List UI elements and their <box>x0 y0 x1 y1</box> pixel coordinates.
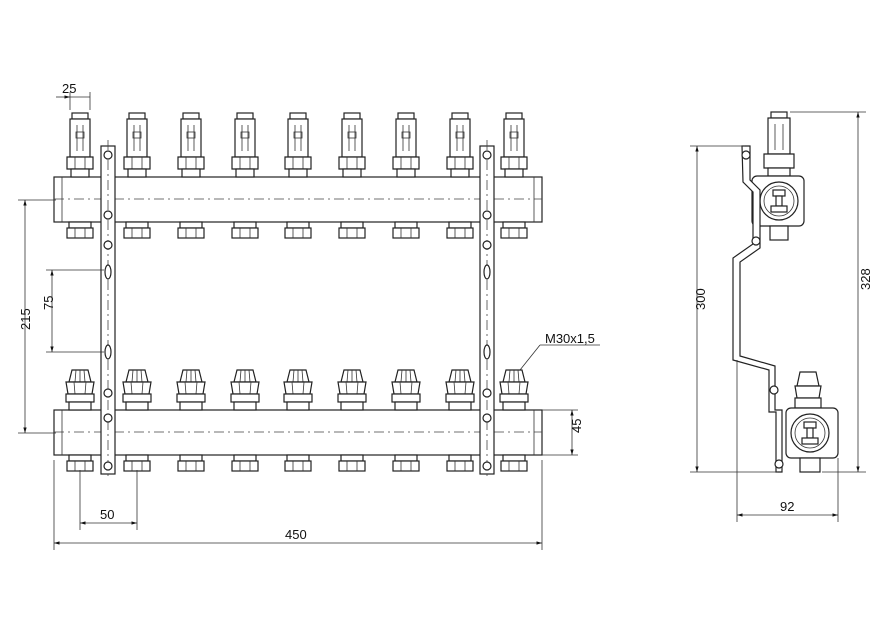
dim-label-outlet-pitch: 50 <box>100 507 114 522</box>
dim-label-bar-height: 45 <box>569 419 584 433</box>
side-lower-knob <box>794 371 822 409</box>
lower-outlet-nuts <box>66 454 528 472</box>
left-mounting-bracket <box>100 140 116 480</box>
dim-top-pitch: 25 <box>56 81 91 110</box>
dim-overall-width: 450 <box>53 460 543 550</box>
dim-label-overall-width: 450 <box>285 527 307 542</box>
upper-outlet-nuts <box>66 221 528 239</box>
upper-manifold-bar <box>53 176 543 223</box>
side-view: 300 328 92 <box>690 111 870 522</box>
dim-label-side-total-height: 328 <box>858 268 870 290</box>
side-lower-bar <box>785 407 839 473</box>
front-view: 25 215 75 M30x1,5 45 <box>18 81 600 550</box>
dim-label-top-pitch: 25 <box>62 81 76 96</box>
thread-callout: M30x1,5 <box>519 331 600 371</box>
dim-side-height: 300 <box>690 145 778 473</box>
side-upper-bar <box>751 175 805 241</box>
dim-label-side-height: 300 <box>693 288 708 310</box>
right-mounting-bracket <box>479 140 495 480</box>
dim-bar-height: 45 <box>542 409 584 456</box>
side-bracket <box>732 145 784 473</box>
valve-knobs <box>65 369 529 411</box>
flowmeters <box>66 112 528 178</box>
lower-manifold-bar <box>53 409 543 456</box>
dim-outlet-pitch: 50 <box>79 470 138 530</box>
dim-label-left-inner: 75 <box>41 296 56 310</box>
dim-left-total: 215 <box>18 199 56 434</box>
dim-label-left-total: 215 <box>18 308 33 330</box>
dim-label-thread: M30x1,5 <box>545 331 595 346</box>
dim-left-inner: 75 <box>41 269 104 353</box>
side-upper-flowmeter <box>763 111 795 177</box>
dim-label-side-depth: 92 <box>780 499 794 514</box>
dim-side-total-height: 328 <box>790 111 870 473</box>
dim-side-depth: 92 <box>736 360 839 522</box>
